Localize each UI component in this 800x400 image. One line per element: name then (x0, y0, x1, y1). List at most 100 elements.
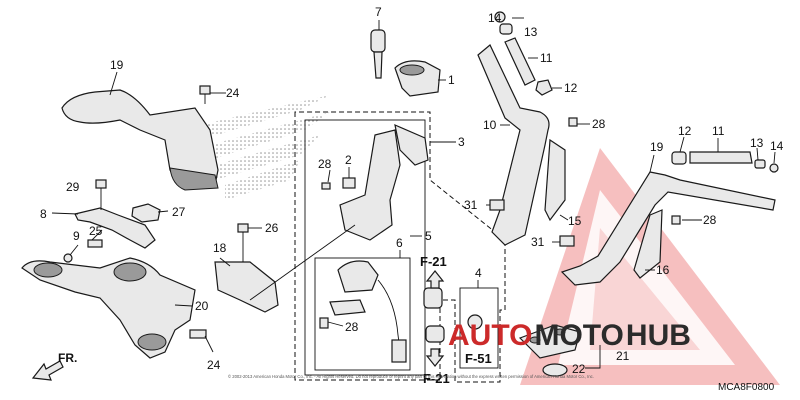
callout-31b: 31 (531, 235, 545, 249)
part-10-handlebar-left (477, 44, 550, 246)
ref-f21-lower: F-21 (423, 371, 450, 386)
diagram-code: MCA8F0800 (718, 382, 775, 393)
part-29-screw (321, 182, 331, 190)
part-13-nut-right (754, 159, 766, 169)
callout-3: 3 (458, 135, 465, 149)
part-12-nut-right (671, 151, 687, 165)
part-12-nut-top (535, 79, 553, 96)
group-box-6 (314, 257, 411, 371)
part-2-piece (342, 177, 356, 189)
group-box-3 (294, 111, 506, 383)
watermark-auto: AUTO (448, 319, 532, 352)
callout-25: 26 (265, 221, 279, 235)
callout-2: 2 (345, 153, 352, 167)
part-8-bracket (74, 207, 156, 249)
callout-20: 20 (195, 299, 209, 313)
callout-22: 22 (572, 362, 586, 376)
part-22-washer (542, 363, 568, 377)
callout-11a: 11 (540, 51, 553, 65)
callout-27: 28 (345, 320, 359, 334)
part-13-nut-top (499, 23, 513, 35)
callout-19: 19 (650, 140, 664, 154)
callout-26: 27 (172, 205, 186, 219)
group-box-4 (459, 287, 499, 369)
ref-f51: F-51 (465, 351, 492, 366)
part-19-handlebar-right (560, 171, 776, 286)
callout-6: 6 (396, 236, 403, 250)
callout-24b: 24 (207, 358, 221, 372)
part-7-key (370, 29, 386, 79)
bridge-hole-low (137, 333, 167, 351)
pad-hole-1 (529, 336, 541, 344)
callout-31a: 31 (464, 198, 478, 212)
part-28-bolt-right (671, 215, 681, 225)
down-arrow-icon (425, 348, 445, 367)
callout-12b: 12 (678, 124, 692, 138)
callout-7: 7 (375, 5, 382, 19)
callout-17: 19 (110, 58, 124, 72)
callout-13a: 13 (524, 25, 538, 39)
callout-labels: 19 24 29 8 27 9 25 20 18 26 24 7 1 3 28 … (40, 5, 784, 376)
leader-lines (51, 17, 776, 353)
callout-4: 4 (475, 266, 482, 280)
callout-23: 24 (226, 86, 240, 100)
front-arrow-icon (31, 360, 64, 381)
watermark-text: AUTOMOTOHUB (448, 319, 691, 352)
ref-f21-upper: F-21 (420, 254, 447, 269)
part-14-cap-right (769, 163, 779, 173)
lock-cylinder-upper (423, 287, 443, 309)
part-6-bracket (329, 299, 366, 316)
leader-21-22 (585, 345, 601, 369)
callout-30: 29 (66, 180, 80, 194)
part-6-connector (391, 339, 407, 363)
callout-16: 16 (656, 263, 670, 277)
part-27-screw (319, 317, 329, 329)
callout-12a: 12 (564, 81, 578, 95)
pad-hole-2 (554, 328, 566, 336)
part-26-nut (131, 203, 161, 223)
callout-24a: 25 (89, 224, 103, 238)
callout-29: 28 (318, 157, 332, 171)
part-23-bolt (199, 85, 211, 104)
part-31-bolt-upper (489, 199, 505, 211)
front-label: FR. (58, 351, 77, 365)
part-14-cap-top (494, 11, 506, 23)
group-box-5 (304, 119, 426, 376)
part-24-lower-bolt (189, 329, 207, 339)
lock-ring (467, 314, 483, 330)
bridge-hole-mid (113, 262, 147, 282)
part-31-bolt-lower (559, 235, 575, 247)
part-25-bolt (237, 223, 249, 262)
callout-1: 1 (448, 73, 455, 87)
callout-15: 15 (568, 214, 582, 228)
ignition-keys (394, 123, 429, 166)
part-1-cap-top (399, 64, 425, 76)
up-arrow-icon (425, 270, 445, 289)
part-11-pin-top (504, 37, 536, 86)
callout-8: 8 (40, 207, 47, 221)
leader-18-switch (249, 224, 356, 301)
part-15-bracket-left (544, 138, 566, 222)
callout-21: 21 (616, 349, 630, 363)
callout-18: 18 (213, 241, 227, 255)
copyright-text: © 2002-2013 American Honda Motor Co., In… (228, 374, 594, 379)
watermark-moto: MOTO (534, 319, 623, 352)
lock-cylinder-lower (425, 325, 445, 343)
callout-11b: 11 (712, 124, 725, 138)
watermark-hub: HUB (626, 319, 691, 352)
part-28-bolt-left (568, 117, 578, 127)
callout-28b: 28 (703, 213, 717, 227)
part-18-plate (214, 261, 279, 313)
part-30-bolt (95, 179, 107, 189)
callout-28a: 28 (592, 117, 606, 131)
ignition-switch-body (339, 129, 401, 241)
bridge-hole-left (33, 262, 63, 278)
part-11-pin-right (689, 151, 753, 164)
part-9-clip (63, 253, 73, 263)
callout-14a: 14 (488, 11, 502, 25)
honda-wing-watermark (200, 95, 330, 200)
part-20-bottom-bridge (21, 257, 196, 359)
part-17-lower (169, 167, 219, 191)
